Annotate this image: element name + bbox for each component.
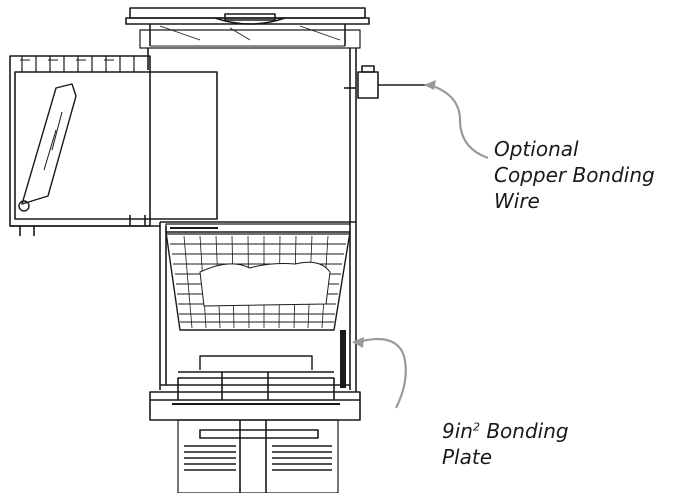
bonding-plate: [340, 330, 346, 388]
lid: [125, 7, 370, 47]
basket: [165, 223, 351, 331]
bonding-plate-label-suffix: Bonding: [479, 419, 569, 443]
outlets: [177, 419, 339, 493]
weir-door: [18, 83, 77, 212]
wire-arrow-icon: [424, 80, 436, 90]
copper-wire-label: Optional Copper Bonding Wire: [494, 136, 655, 214]
bonding-plate-label-line1: 9in2 Bonding: [442, 418, 569, 444]
bonding-plate-label-prefix: 9in: [442, 419, 473, 443]
throat: [9, 55, 218, 236]
skimmer-body: [139, 29, 430, 421]
bonding-plate-label-line2: Plate: [442, 445, 493, 469]
diverter: [172, 355, 340, 405]
copper-wire-label-line3: Wire: [494, 189, 540, 213]
leader-lines: [357, 83, 489, 409]
bonding-plate-label: 9in2 Bonding Plate: [442, 418, 569, 470]
copper-wire-label-line2: Copper Bonding: [494, 163, 655, 187]
plate-arrow-icon: [352, 337, 364, 348]
plate-leader: [357, 338, 407, 409]
wire-leader: [429, 83, 489, 160]
copper-wire-label-line1: Optional: [494, 137, 579, 161]
bonding-plate-label-superscript: 2: [472, 420, 480, 434]
